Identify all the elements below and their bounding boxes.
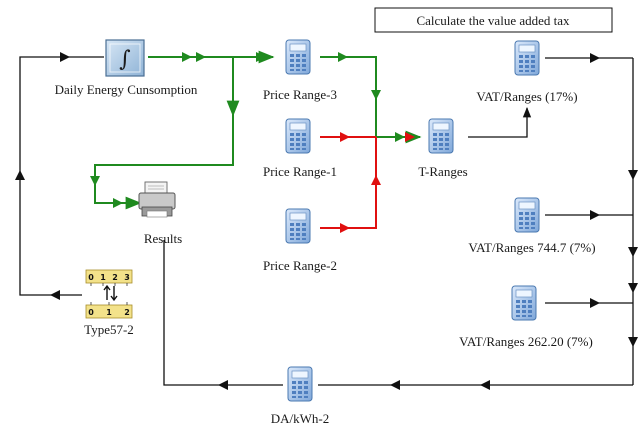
- black-arrowhead: [628, 337, 638, 347]
- red-arrowheads: [340, 132, 415, 233]
- red-arrowhead: [405, 132, 415, 142]
- converter-icon: [85, 269, 133, 319]
- calculator-icon: [285, 118, 311, 154]
- black-arrowhead: [590, 210, 600, 220]
- link-dakwh-to-results: [163, 240, 283, 386]
- black-arrowhead: [628, 170, 638, 180]
- black-arrowhead: [60, 52, 70, 62]
- type57-top-tick: 1: [100, 273, 106, 282]
- type57-bottom-tick: 1: [106, 308, 112, 317]
- integrator-label: Daily Energy Cunsomption: [55, 82, 198, 97]
- vat-17-label: VAT/Ranges (17%): [476, 89, 577, 104]
- green-arrowhead: [371, 90, 381, 100]
- calculator-icon: [514, 197, 540, 233]
- type57-top-tick: 3: [124, 273, 130, 282]
- black-arrowheads: [15, 52, 638, 390]
- green-arrowhead: [256, 52, 266, 62]
- black-arrowhead: [628, 247, 638, 257]
- black-arrowhead: [628, 283, 638, 293]
- red-arrowhead: [371, 175, 381, 185]
- printer-label: Results: [144, 231, 182, 246]
- da-kwh-block[interactable]: [287, 366, 313, 402]
- price-range-1-label: Price Range-1: [263, 164, 337, 179]
- vat-262-label: VAT/Ranges 262.20 (7%): [459, 334, 593, 349]
- black-arrowhead: [480, 380, 490, 390]
- price-range-3-block[interactable]: [285, 39, 311, 75]
- link-price2-to-tranges: [320, 137, 377, 229]
- calculator-icon: [428, 118, 454, 154]
- type57-label: Type57-2: [84, 322, 134, 337]
- link-tranges-to-vat17: [468, 106, 532, 138]
- red-arrowhead: [340, 132, 350, 142]
- printer-block[interactable]: [138, 181, 176, 218]
- vat-17-block[interactable]: [514, 40, 540, 76]
- black-arrowhead: [15, 170, 25, 180]
- price-range-3-label: Price Range-3: [263, 87, 337, 102]
- calculator-icon: [514, 40, 540, 76]
- black-arrowhead: [590, 298, 600, 308]
- black-arrowhead: [590, 53, 600, 63]
- type57-top-tick: 0: [88, 273, 94, 282]
- integrator-block[interactable]: ∫: [105, 39, 145, 77]
- diagram-title: Calculate the value added tax: [416, 13, 570, 28]
- black-arrowhead: [390, 380, 400, 390]
- calculator-icon: [285, 208, 311, 244]
- title-box: [374, 7, 613, 33]
- black-arrowhead: [218, 380, 228, 390]
- printer-icon: [138, 181, 176, 218]
- type57-top-tick: 2: [112, 273, 118, 282]
- green-arrowheads: [90, 52, 405, 208]
- integral-symbol: ∫: [119, 47, 131, 72]
- type57-block[interactable]: 0 1 2 3 0 1 2: [85, 269, 133, 319]
- da-kwh-label: DA/kWh-2: [271, 411, 330, 426]
- integral-icon: [105, 39, 145, 77]
- link-to-printer: [94, 118, 234, 210]
- price-range-2-block[interactable]: [285, 208, 311, 244]
- t-ranges-block[interactable]: [428, 118, 454, 154]
- calculator-icon: [287, 366, 313, 402]
- green-arrowhead: [90, 176, 100, 186]
- vat-744-label: VAT/Ranges 744.7 (7%): [468, 240, 595, 255]
- red-arrowhead: [340, 223, 350, 233]
- green-arrowhead: [338, 52, 348, 62]
- price-range-2-label: Price Range-2: [263, 258, 337, 273]
- green-arrowhead: [113, 198, 123, 208]
- green-arrowhead: [182, 52, 192, 62]
- red-links: [320, 136, 377, 229]
- vat-262-block[interactable]: [511, 285, 537, 321]
- calculator-icon: [285, 39, 311, 75]
- type57-bottom-tick: 2: [124, 308, 130, 317]
- green-links: [94, 50, 422, 210]
- calculator-icon: [511, 285, 537, 321]
- green-arrowhead: [395, 132, 405, 142]
- green-arrowhead: [196, 52, 206, 62]
- black-arrowhead: [50, 290, 60, 300]
- vat-744-block[interactable]: [514, 197, 540, 233]
- type57-bottom-tick: 0: [88, 308, 94, 317]
- t-ranges-label: T-Ranges: [418, 164, 467, 179]
- price-range-1-block[interactable]: [285, 118, 311, 154]
